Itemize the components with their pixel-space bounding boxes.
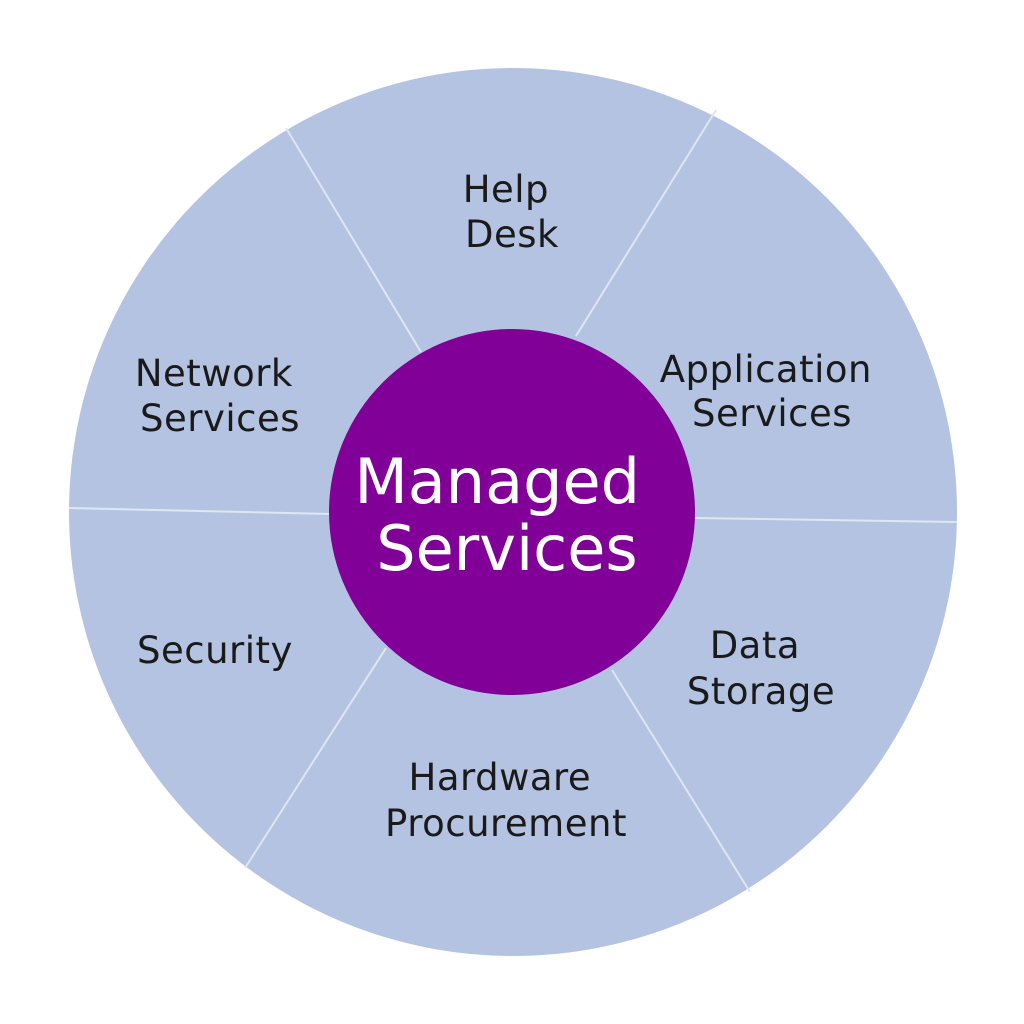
divider-data-hardware	[611, 669, 751, 893]
segment-label-application-services: Application Services	[660, 348, 885, 435]
segment-labels: Help Desk Application Services Data Stor…	[135, 168, 885, 845]
segment-label-network-services: Network Services	[135, 352, 305, 440]
segment-label-security: Security	[137, 629, 293, 672]
center-circle	[329, 329, 695, 695]
segment-label-hardware-procurement: Hardware Procurement	[385, 756, 627, 845]
segment-label-help-desk: Help Desk	[463, 168, 562, 256]
divider-help-application	[575, 109, 717, 337]
center-label: Managed Services	[354, 445, 659, 585]
segment-dividers	[68, 109, 958, 893]
divider-network-help	[285, 127, 422, 353]
divider-security-network	[68, 507, 332, 515]
divider-hardware-security	[244, 647, 387, 869]
segment-label-data-storage: Data Storage	[687, 624, 835, 713]
divider-application-data	[693, 517, 958, 523]
